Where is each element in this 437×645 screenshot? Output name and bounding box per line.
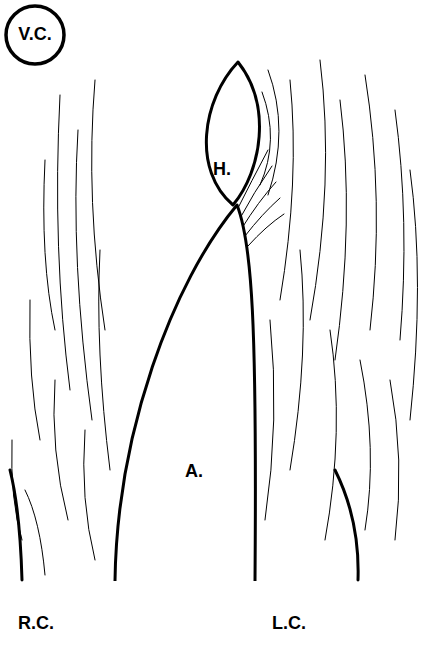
h-structure: H. xyxy=(192,60,268,208)
side-label: L.C. xyxy=(272,614,306,634)
side-label: R.C. xyxy=(18,614,54,634)
region-code: V.C. xyxy=(18,25,51,45)
arch-outline xyxy=(112,203,262,585)
lens-outline xyxy=(192,60,268,208)
structure-letter: H. xyxy=(213,160,289,180)
a-structure: A. xyxy=(112,203,262,585)
structure-letter: A. xyxy=(185,462,335,482)
vc-circle: V.C. xyxy=(4,4,66,66)
